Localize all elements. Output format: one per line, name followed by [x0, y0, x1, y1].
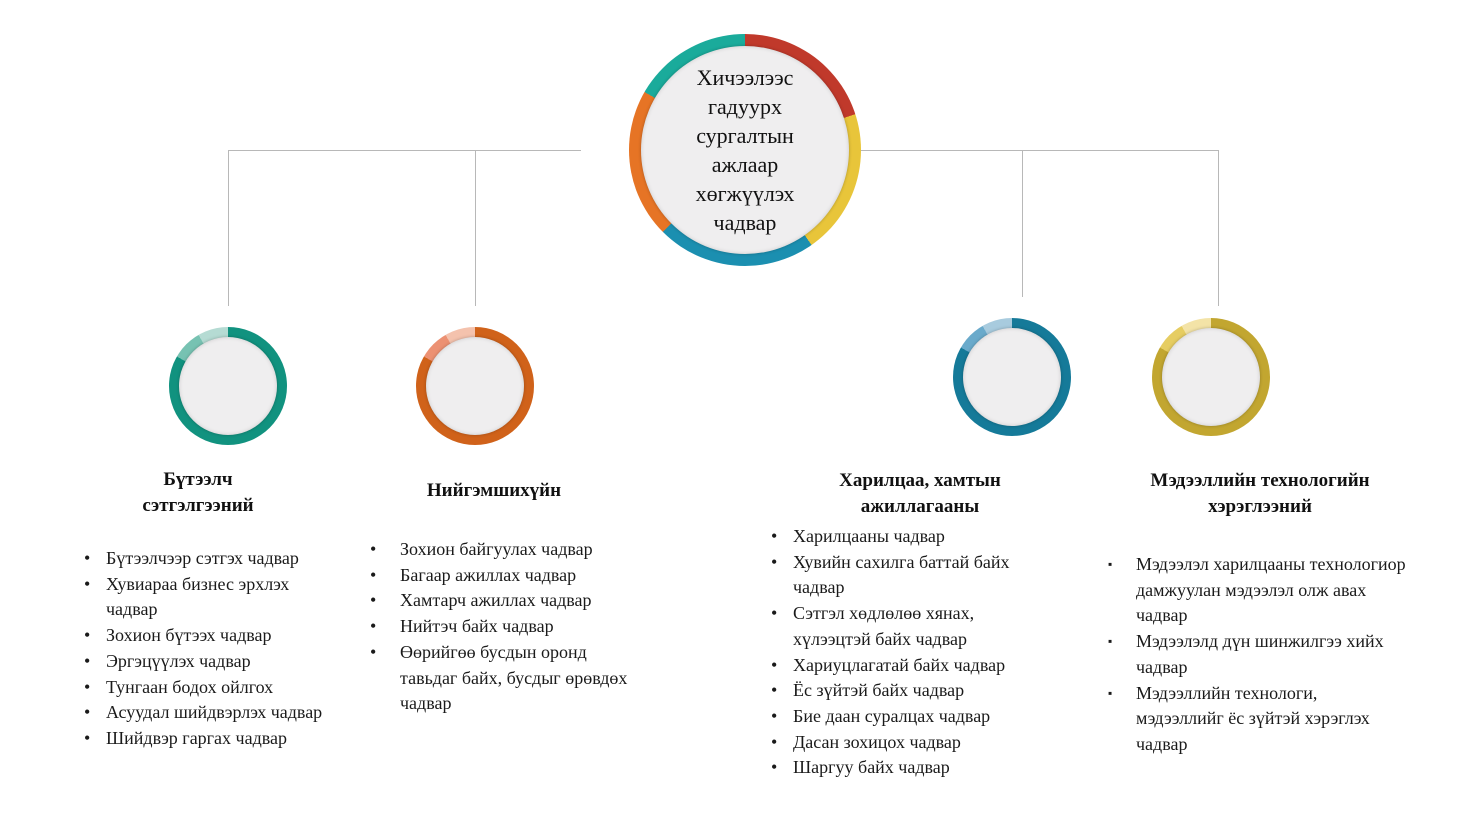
- list-item: Хувиараа бизнес эрхлэх чадвар: [80, 572, 330, 623]
- list-item: Өөрийгөө бусдын оронд тавьдаг байх, бусд…: [366, 640, 636, 717]
- list-item: Харилцааны чадвар: [767, 524, 1052, 550]
- branch-title-it-usage: Мэдээллийн технологийн хэрэглээний: [1150, 470, 1370, 517]
- list-item: Мэдээлэл харилцааны технологиор дамжуула…: [1106, 552, 1406, 629]
- connector-branch-1: [228, 150, 229, 306]
- branch-list-creative-thinking: Бүтээлчээр сэтгэх чадвар Хувиараа бизнес…: [80, 546, 330, 752]
- branch-node-disc: [963, 328, 1061, 426]
- branch-node-disc: [179, 337, 277, 435]
- connector-branch-3: [1022, 150, 1023, 297]
- connector-left-horizontal: [228, 150, 581, 151]
- branch-title-communication: Харилцаа, хамтын ажиллагааны: [839, 470, 1001, 517]
- connector-branch-4: [1218, 150, 1219, 306]
- branch-list-socialization: Зохион байгуулах чадвар Багаар ажиллах ч…: [366, 537, 636, 717]
- connector-right-horizontal: [860, 150, 1219, 151]
- list-item: Бие даан суралцах чадвар: [767, 704, 1052, 730]
- list-item: Эргэцүүлэх чадвар: [80, 649, 330, 675]
- list-item: Шийдвэр гаргах чадвар: [80, 726, 330, 752]
- list-item: Бүтээлчээр сэтгэх чадвар: [80, 546, 330, 572]
- branch-list-it-usage: Мэдээлэл харилцааны технологиор дамжуула…: [1106, 552, 1406, 758]
- branch-node-communication: [953, 318, 1071, 436]
- branch-list-communication: Харилцааны чадвар Хувийн сахилга баттай …: [767, 524, 1052, 781]
- branch-node-it-usage: [1152, 318, 1270, 436]
- list-item: Ёс зүйтэй байх чадвар: [767, 678, 1052, 704]
- center-node-disc: Хичээлээс гадуурх сургалтын ажлаар хөгжү…: [641, 46, 849, 254]
- list-item: Дасан зохицох чадвар: [767, 730, 1052, 756]
- list-item: Сэтгэл хөдлөлөө хянах, хүлээцтэй байх ча…: [767, 601, 1052, 652]
- list-item: Мэдээлэлд дүн шинжилгээ хийх чадвар: [1106, 629, 1406, 680]
- list-item: Тунгаан бодох ойлгох: [80, 675, 330, 701]
- branch-node-socialization: [416, 327, 534, 445]
- list-item: Шаргуу байх чадвар: [767, 755, 1052, 781]
- branch-node-creative-thinking: [169, 327, 287, 445]
- center-node: Хичээлээс гадуурх сургалтын ажлаар хөгжү…: [629, 34, 861, 266]
- branch-node-disc: [426, 337, 524, 435]
- list-item: Нийтэч байх чадвар: [366, 614, 636, 640]
- list-item: Асуудал шийдвэрлэх чадвар: [80, 700, 330, 726]
- branch-title-socialization: Нийгэмшихүйн: [426, 480, 562, 501]
- connector-branch-2: [475, 150, 476, 306]
- list-item: Багаар ажиллах чадвар: [366, 563, 636, 589]
- list-item: Хариуцлагатай байх чадвар: [767, 653, 1052, 679]
- list-item: Хамтарч ажиллах чадвар: [366, 588, 636, 614]
- list-item: Зохион бүтээх чадвар: [80, 623, 330, 649]
- center-node-title: Хичээлээс гадуурх сургалтын ажлаар хөгжү…: [695, 65, 795, 235]
- list-item: Зохион байгуулах чадвар: [366, 537, 636, 563]
- list-item: Мэдээллийн технологи, мэдээллийг ёс зүйт…: [1106, 681, 1406, 758]
- branch-title-creative-thinking: Бүтээлч сэтгэлгээний: [142, 469, 254, 516]
- branch-node-disc: [1162, 328, 1260, 426]
- list-item: Хувийн сахилга баттай байх чадвар: [767, 550, 1052, 601]
